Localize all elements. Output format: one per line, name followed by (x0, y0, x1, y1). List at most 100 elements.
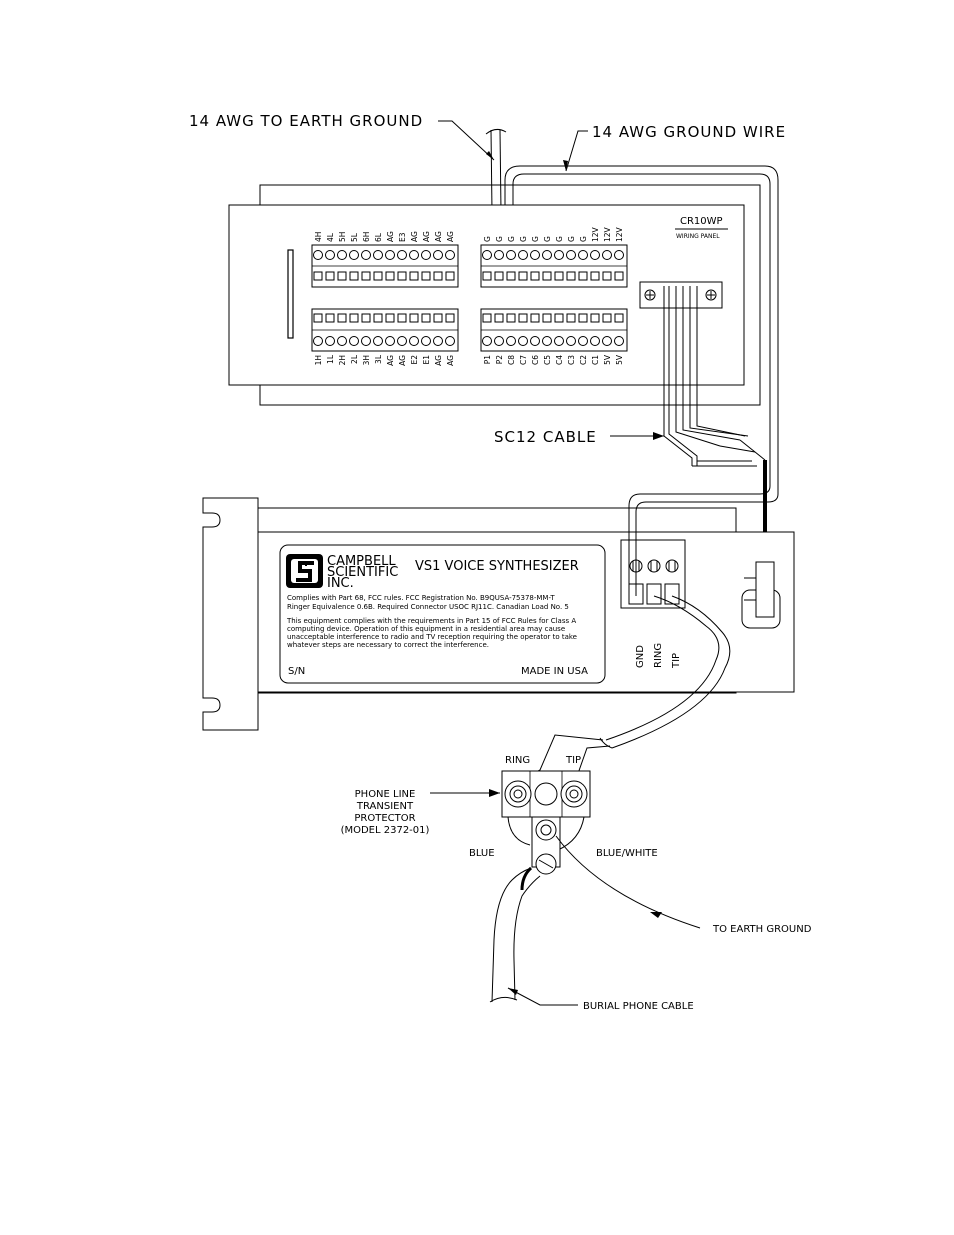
earth-ground-line (555, 835, 701, 929)
svg-text:12V: 12V (591, 226, 600, 242)
terminal-strip-bottom-right (480, 308, 628, 352)
svg-text:5H: 5H (338, 232, 347, 242)
svg-text:AG: AG (410, 231, 419, 242)
svg-text:C7: C7 (519, 355, 528, 365)
svg-text:G: G (483, 236, 492, 242)
terminal-top-right-screw-icon (494, 250, 504, 260)
terminal-strip-bottom-left (311, 308, 459, 352)
terminal-bottom-left-clamp-icon (349, 313, 359, 323)
serial-label: S/N (288, 666, 305, 677)
terminal-bottom-left-clamp-icon (373, 313, 383, 323)
earth-wire-break (485, 128, 507, 135)
svg-text:AG: AG (398, 355, 407, 366)
sc12-cable-label: SC12 CABLE (494, 428, 597, 446)
vs1-title: VS1 VOICE SYNTHESIZER (415, 559, 579, 574)
terminal-bottom-right-clamp-icon (506, 313, 516, 323)
notice-line-3: unacceptable interference to radio and T… (287, 633, 577, 641)
terminal-bottom-right-clamp-icon (482, 313, 492, 323)
burial-arrow (508, 988, 518, 995)
svg-text:AG: AG (386, 231, 395, 242)
terminal-top-left-screw-icon (445, 250, 455, 260)
terminal-bottom-left-clamp-icon (313, 313, 323, 323)
blue-white-label: BLUE/WHITE (596, 848, 658, 859)
terminal-bottom-right-screw-icon (530, 336, 540, 346)
terminal-bottom-right-clamp-icon (566, 313, 576, 323)
svg-text:C5: C5 (543, 355, 552, 365)
protector-nut-tip-icon (560, 780, 588, 808)
terminal-bottom-left-screw-icon (361, 336, 371, 346)
terminal-bottom-left-screw-icon (373, 336, 383, 346)
svg-text:6L: 6L (374, 232, 383, 242)
terminal-bottom-left-screw-icon (433, 336, 443, 346)
terminal-top-right-clamp-icon (530, 271, 540, 281)
protector-callout: PHONE LINE TRANSIENT PROTECTOR (MODEL 23… (341, 789, 430, 836)
terminal-top-left-screw-icon (421, 250, 431, 260)
phone-cable-outer (605, 595, 720, 741)
svg-text:1L: 1L (326, 354, 335, 364)
terminal-top-left-screw-icon (373, 250, 383, 260)
gnd-wire-outer (628, 466, 771, 596)
ground-wire-leader (565, 130, 588, 172)
terminal-strip-top-left (311, 244, 459, 288)
protector-center-icon (534, 782, 558, 806)
burial-cable-inner (513, 875, 541, 1001)
svg-text:G: G (519, 236, 528, 242)
terminal-top-left-screw-icon (337, 250, 347, 260)
terminal-top-left-clamp-icon (361, 271, 371, 281)
terminal-top-right-screw-icon (554, 250, 564, 260)
panel-subtitle: WIRING PANEL (676, 233, 720, 240)
terminal-bottom-left-clamp-icon (361, 313, 371, 323)
terminal-label-gnd: GND (635, 645, 646, 668)
terminal-top-right-screw-icon (614, 250, 624, 260)
terminal-top-left-clamp-icon (313, 271, 323, 281)
earth-ground-wire-label: 14 AWG TO EARTH GROUND (189, 112, 423, 130)
terminal-bottom-left-screw-icon (445, 336, 455, 346)
terminal-top-left-screw-icon (361, 250, 371, 260)
terminal-label-tip: TIP (671, 653, 682, 669)
terminal-bottom-right-screw-icon (614, 336, 624, 346)
vs1-label-plate (279, 544, 606, 684)
terminal-bottom-left-screw-icon (421, 336, 431, 346)
notice-line-1: This equipment complies with the require… (286, 617, 576, 625)
svg-text:3L: 3L (374, 354, 383, 364)
terminal-bottom-left-screw-icon (385, 336, 395, 346)
terminal-top-left-screw-icon (325, 250, 335, 260)
terminal-top-right-clamp-icon (566, 271, 576, 281)
earth-ground-arrow (486, 151, 494, 160)
svg-text:PROTECTOR: PROTECTOR (354, 813, 415, 824)
terminal-top-right-clamp-icon (482, 271, 492, 281)
svg-text:C1: C1 (591, 355, 600, 365)
blue-label: BLUE (469, 848, 495, 859)
terminal-top-right-screw-icon (578, 250, 588, 260)
svg-text:C8: C8 (507, 355, 516, 365)
svg-text:6H: 6H (362, 232, 371, 242)
terminal-bottom-right-clamp-icon (602, 313, 612, 323)
ground-wire-inner (512, 173, 771, 466)
terminal-top-left-clamp-icon (421, 271, 431, 281)
terminal-bottom-left-clamp-icon (337, 313, 347, 323)
terminal-screw-tip-icon (665, 559, 679, 573)
terminal-top-right-screw-icon (542, 250, 552, 260)
svg-text:AG: AG (386, 355, 395, 366)
svg-text:C2: C2 (579, 355, 588, 365)
terminal-top-left-screw-icon (433, 250, 443, 260)
earth-wire-left (490, 129, 493, 213)
terminal-bottom-right-clamp-icon (542, 313, 552, 323)
svg-text:4H: 4H (314, 232, 323, 242)
mounting-bracket (202, 497, 259, 731)
svg-text:PHONE LINE: PHONE LINE (355, 789, 416, 800)
terminal-top-left-clamp-icon (433, 271, 443, 281)
terminal-bottom-left-clamp-icon (397, 313, 407, 323)
terminal-bottom-right-clamp-icon (530, 313, 540, 323)
burial-cable-cut (489, 996, 518, 1003)
terminal-top-right-clamp-icon (494, 271, 504, 281)
terminal-bottom-left-clamp-icon (421, 313, 431, 323)
terminal-bottom-left-screw-icon (337, 336, 347, 346)
terminal-bottom-left-clamp-icon (325, 313, 335, 323)
made-in-label: MADE IN USA (521, 666, 588, 677)
ground-stud-icon (535, 819, 557, 841)
notice-line-2: computing device. Operation of this equi… (287, 625, 565, 633)
svg-text:P1: P1 (483, 355, 492, 365)
terminal-top-right-screw-icon (482, 250, 492, 260)
